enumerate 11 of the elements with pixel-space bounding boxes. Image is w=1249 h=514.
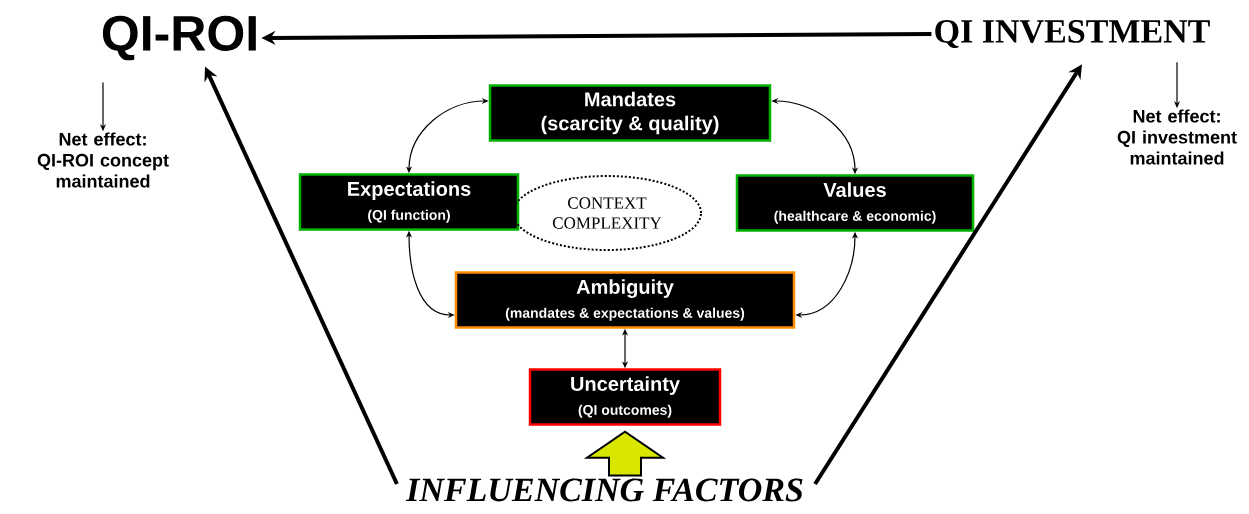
factor-box: Values (healthcare & economic): [735, 174, 975, 232]
factor-box: Uncertainty (QI outcomes): [528, 368, 722, 426]
heading-text: QI INVESTMENT: [935, 20, 1210, 48]
note-text: Net effect: QI-ROI concept maintained: [37, 132, 169, 188]
banner-text: INFLUENCING FACTORS: [405, 478, 803, 502]
factor-box: Mandates (scarcity & quality): [488, 84, 772, 142]
factor-box: Ambiguity (mandates & expectations & values): [454, 271, 796, 329]
arrow: [583, 430, 667, 477]
note-text: Net effect: QI investment maintained: [1117, 109, 1237, 165]
heading-text: QI-ROI: [102, 15, 256, 61]
factor-box: Expectations (QI function): [298, 173, 520, 231]
